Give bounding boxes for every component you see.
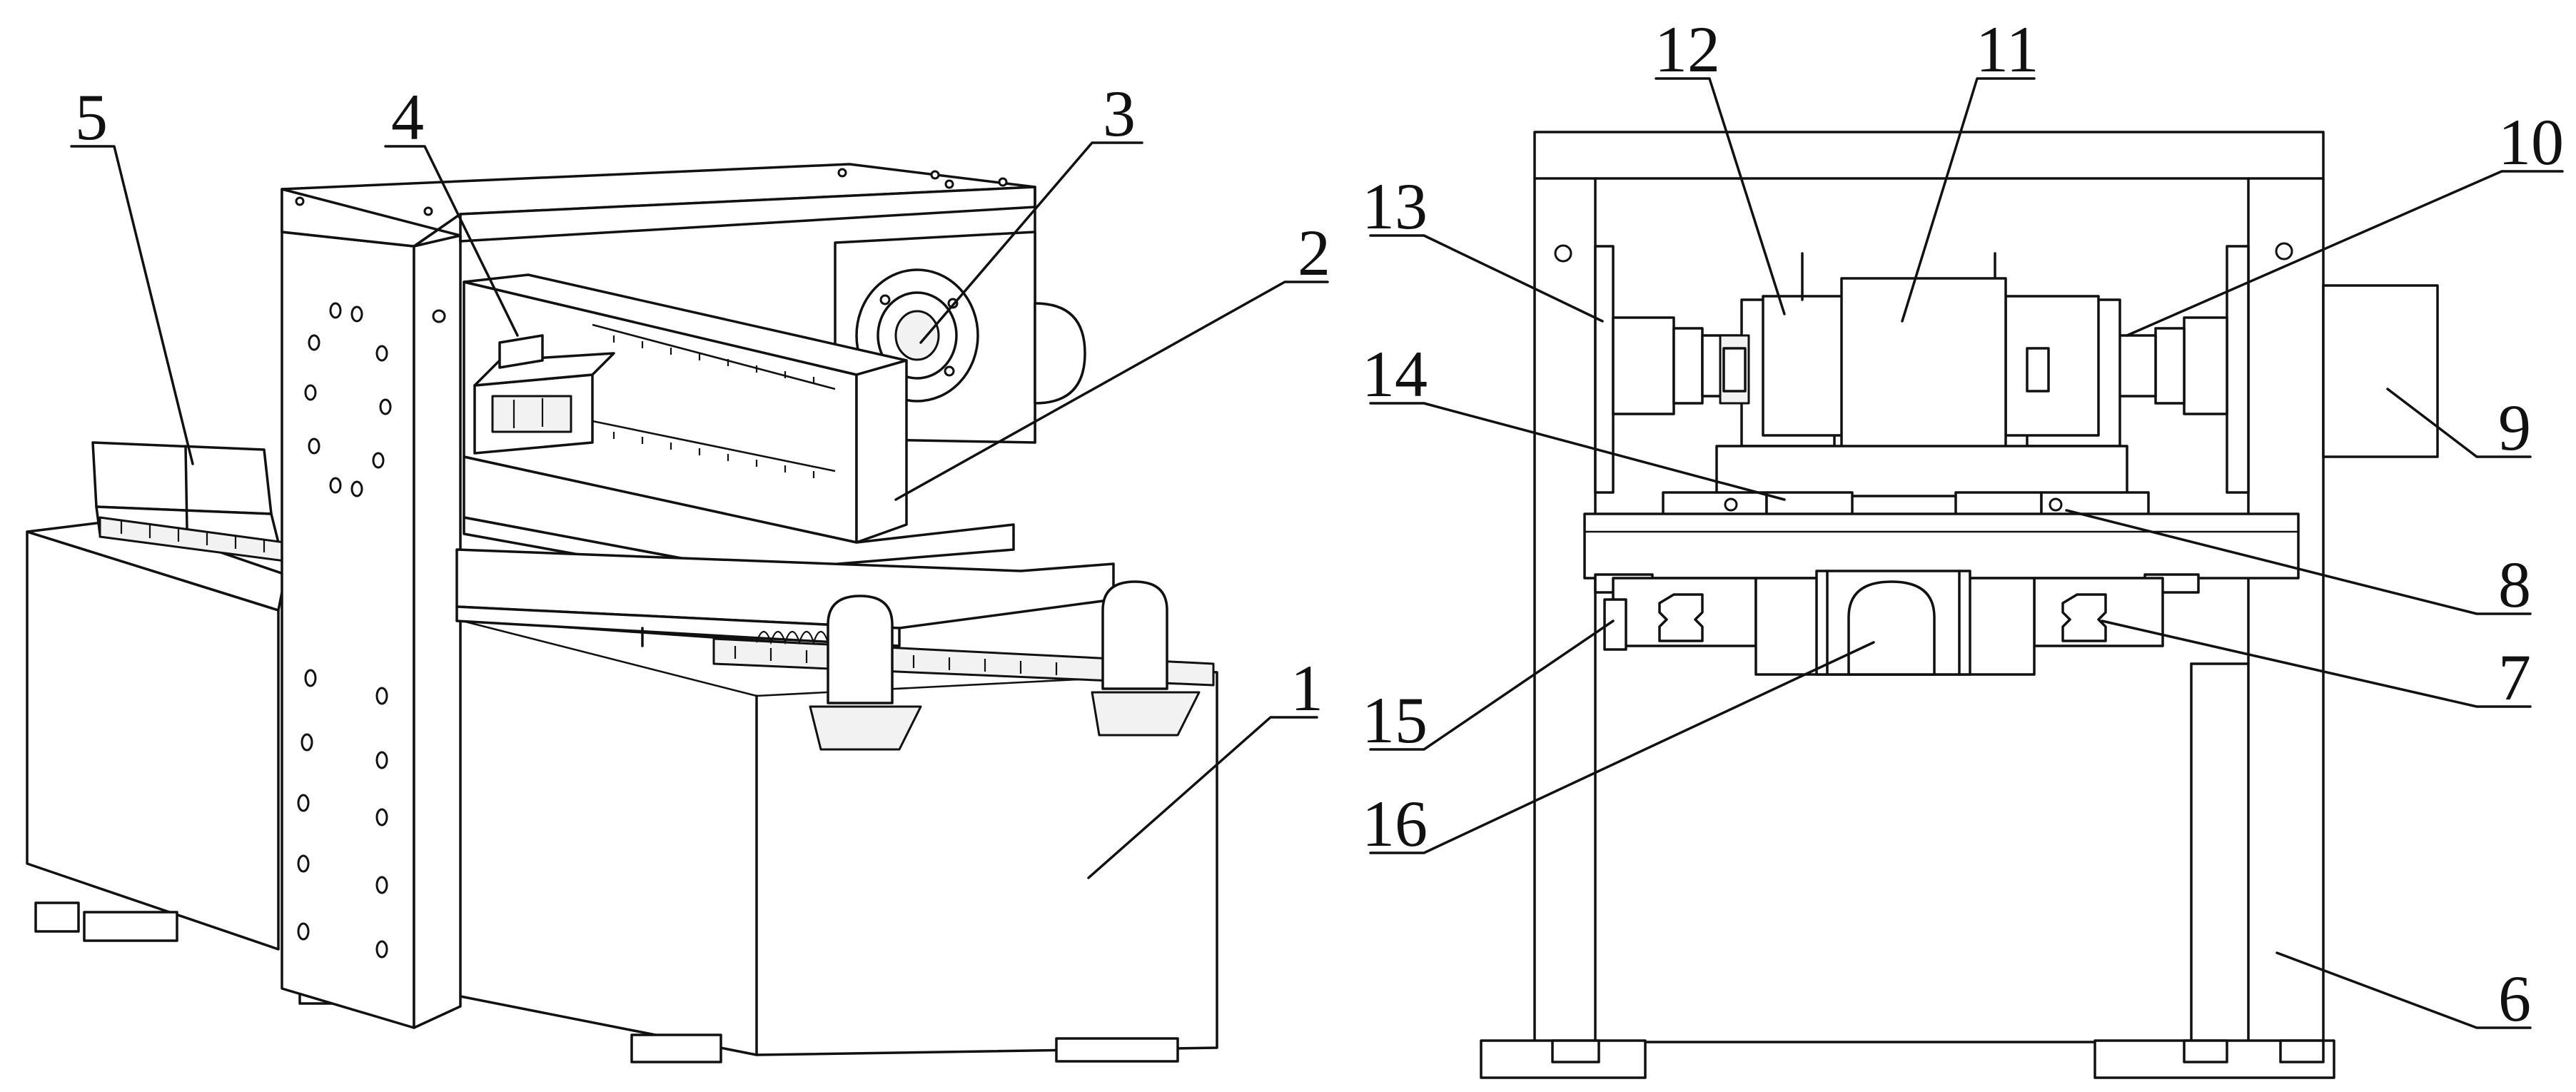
label-6: 6 [2498, 962, 2531, 1035]
label-9: 9 [2498, 391, 2531, 464]
label-3: 3 [1103, 77, 1136, 150]
part-2-sliding-table [463, 273, 1015, 587]
label-11: 11 [1976, 13, 2039, 86]
leader-5 [70, 145, 194, 465]
leader-14 [1369, 402, 1786, 501]
label-1: 1 [1290, 652, 1323, 724]
leader-13 [1369, 234, 1604, 323]
label-7: 7 [2498, 641, 2531, 714]
leader-6 [2276, 951, 2532, 1029]
leader-3 [919, 141, 1143, 344]
lower-carriage [455, 548, 1215, 751]
leader-lines [70, 77, 2564, 1029]
label-5: 5 [75, 81, 108, 153]
leader-11 [1901, 77, 2036, 323]
leader-15 [1369, 620, 1615, 751]
label-15: 15 [1362, 684, 1428, 757]
leader-4 [384, 145, 519, 337]
label-10: 10 [2498, 106, 2564, 178]
leader-10 [2126, 170, 2564, 337]
leader-16 [1369, 641, 1875, 854]
leader-9 [2386, 388, 2532, 458]
label-2: 2 [1298, 216, 1330, 289]
part-labels: 1 2 3 4 5 6 7 8 9 10 11 12 13 14 15 16 [75, 13, 2564, 1035]
left-isometric-view [26, 163, 1218, 1063]
leader-8 [2065, 509, 2532, 615]
leader-1 [1087, 716, 1318, 879]
part-13-side-plate [1594, 245, 2250, 494]
label-16: 16 [1362, 787, 1428, 860]
part-11-center-block [1715, 277, 2128, 497]
label-13: 13 [1362, 170, 1428, 243]
part-12-clamp [1719, 252, 2121, 448]
label-4: 4 [391, 81, 424, 153]
leader-12 [1655, 77, 1786, 315]
part-4-gripper [473, 334, 615, 455]
label-12: 12 [1655, 13, 1720, 86]
leader-2 [894, 280, 1329, 501]
label-14: 14 [1362, 338, 1428, 410]
column-plate [281, 163, 1036, 1029]
part-9-motor [2322, 284, 2439, 458]
right-front-view [1480, 131, 2439, 1079]
label-8: 8 [2498, 548, 2531, 621]
leader-7 [2101, 620, 2532, 708]
